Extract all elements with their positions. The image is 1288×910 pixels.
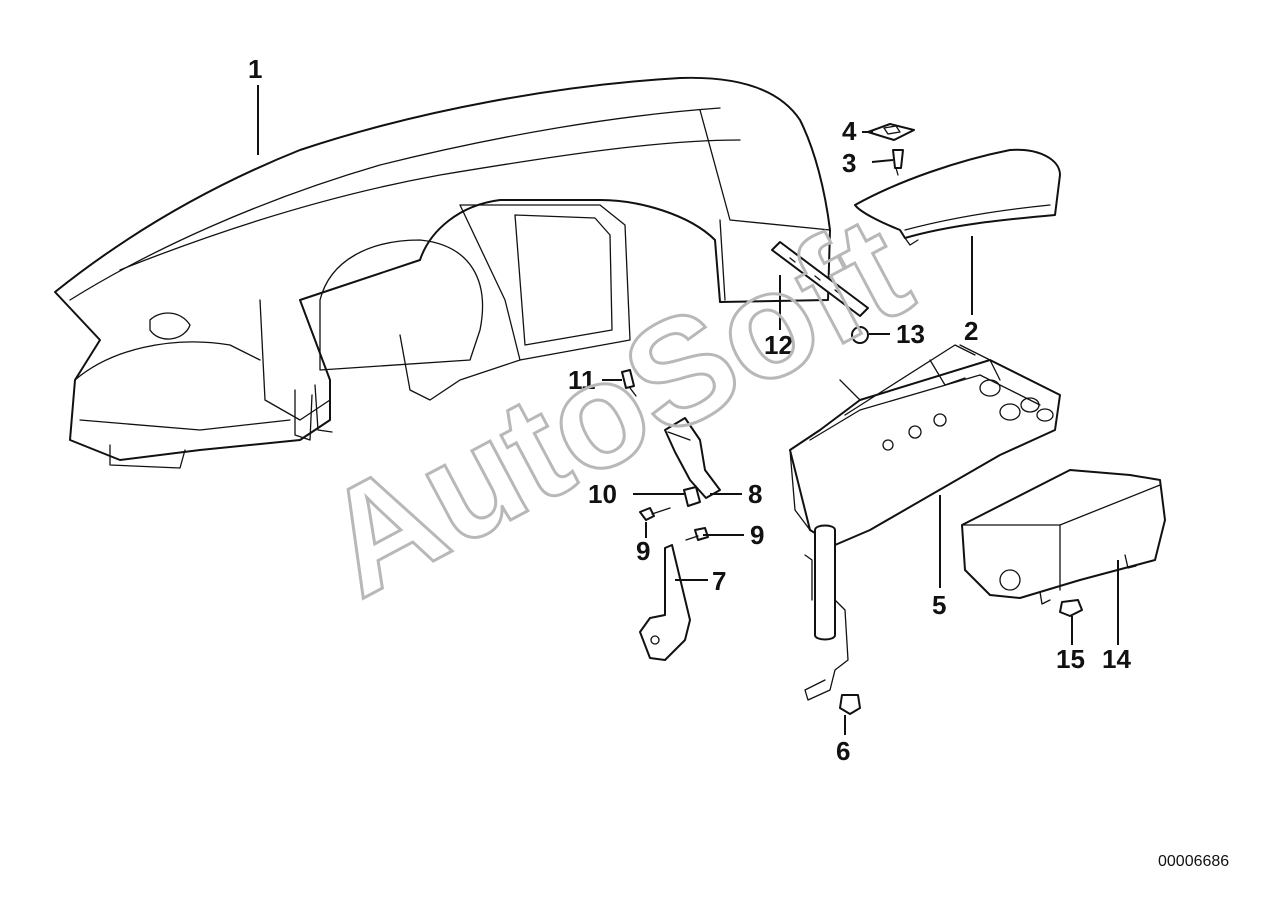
callout-6: 6 bbox=[836, 736, 850, 766]
callout-4: 4 bbox=[842, 116, 857, 146]
part-screw-9a bbox=[639, 507, 671, 521]
part-nut-13 bbox=[851, 326, 869, 344]
callout-14: 14 bbox=[1102, 644, 1131, 674]
part-bolt-15 bbox=[1059, 599, 1083, 617]
part-clip-10 bbox=[683, 486, 701, 507]
leader-lines bbox=[257, 85, 1119, 735]
part-glovebox-lid bbox=[854, 148, 1061, 246]
callout-1: 1 bbox=[248, 54, 262, 84]
callout-3: 3 bbox=[842, 148, 856, 178]
callout-labels: 1 2 3 4 5 6 7 8 9 9 10 11 12 13 14 15 bbox=[248, 54, 1131, 766]
callout-13: 13 bbox=[896, 319, 925, 349]
part-airbag-module bbox=[961, 469, 1166, 605]
callout-10: 10 bbox=[588, 479, 617, 509]
part-cross-member bbox=[789, 344, 1061, 546]
callout-5: 5 bbox=[932, 590, 946, 620]
part-stud-11 bbox=[621, 369, 637, 397]
callout-12: 12 bbox=[764, 330, 793, 360]
part-clip-4 bbox=[867, 123, 915, 141]
part-screw-3 bbox=[892, 149, 904, 176]
part-screw-9b bbox=[685, 527, 709, 541]
callout-2: 2 bbox=[964, 316, 978, 346]
part-bracket-12 bbox=[771, 241, 869, 317]
part-bracket-8 bbox=[664, 417, 721, 499]
callout-8: 8 bbox=[748, 479, 762, 509]
document-number: 00006686 bbox=[1158, 853, 1229, 870]
part-dashboard bbox=[54, 76, 831, 469]
part-bracket-7 bbox=[639, 544, 691, 661]
part-column-6 bbox=[804, 524, 861, 715]
callout-15: 15 bbox=[1056, 644, 1085, 674]
callout-9b: 9 bbox=[750, 520, 764, 550]
callout-9a: 9 bbox=[636, 536, 650, 566]
callout-7: 7 bbox=[712, 566, 726, 596]
callout-11: 11 bbox=[568, 365, 596, 395]
